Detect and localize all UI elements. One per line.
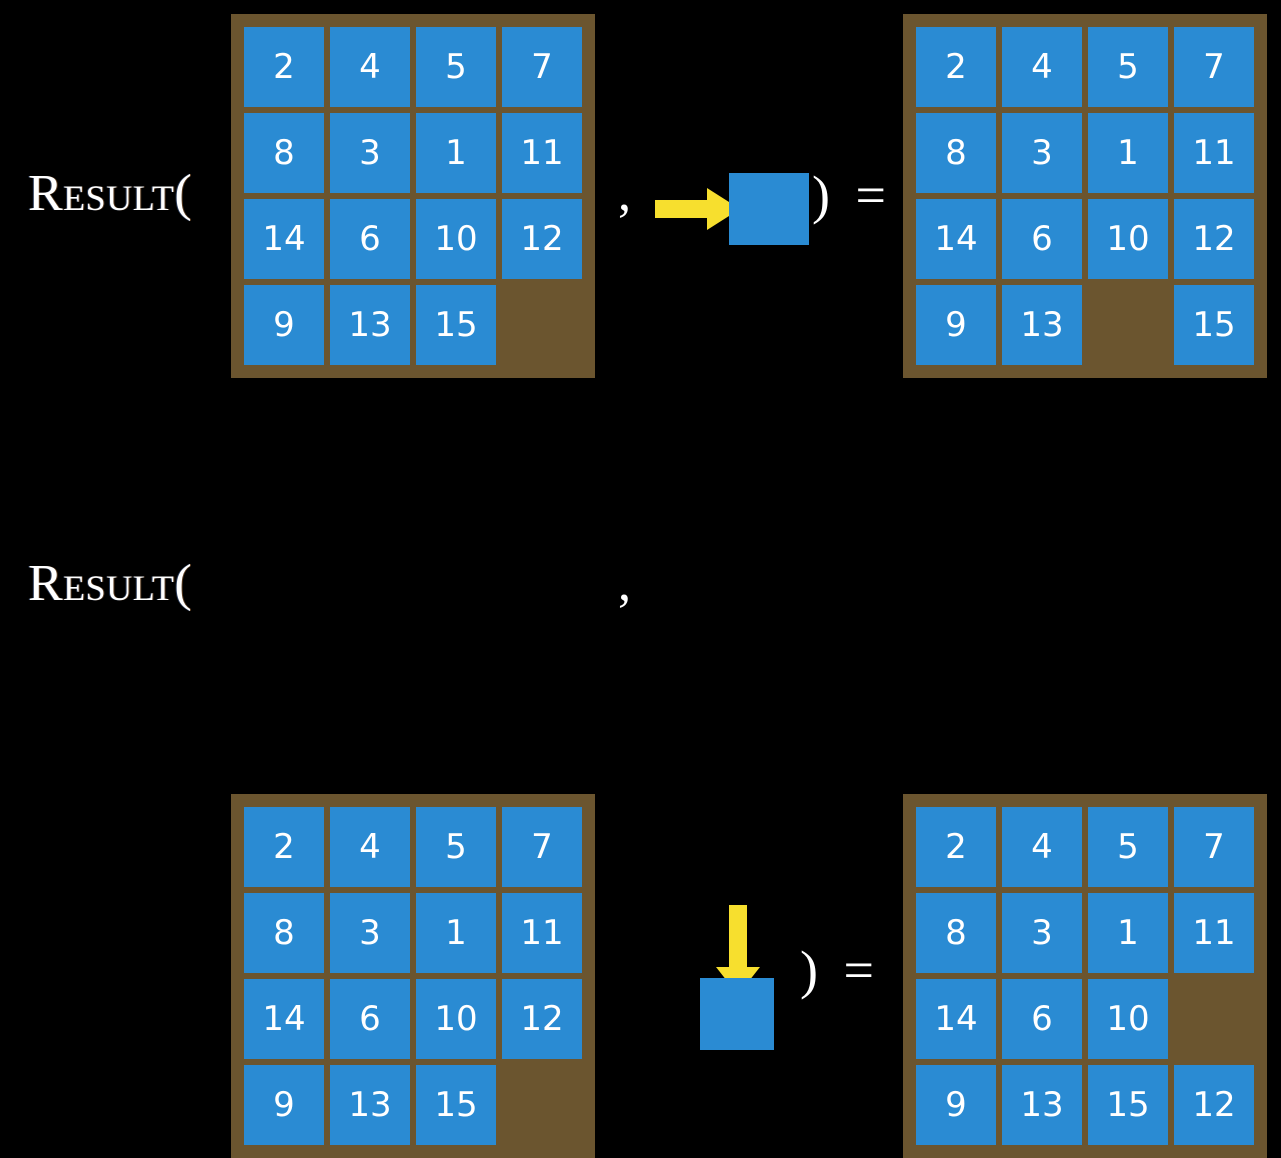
tile[interactable]: 7: [1174, 27, 1254, 107]
tile[interactable]: 9: [244, 285, 324, 365]
tile[interactable]: 6: [330, 979, 410, 1059]
tile[interactable]: 5: [1088, 807, 1168, 887]
tile[interactable]: 6: [1002, 979, 1082, 1059]
tile[interactable]: 5: [416, 807, 496, 887]
tile[interactable]: 6: [330, 199, 410, 279]
tile[interactable]: 3: [1002, 893, 1082, 973]
tile[interactable]: 11: [502, 893, 582, 973]
tile[interactable]: 6: [1002, 199, 1082, 279]
tile[interactable]: 8: [916, 113, 996, 193]
tile[interactable]: 9: [916, 285, 996, 365]
tile[interactable]: 1: [1088, 893, 1168, 973]
tile[interactable]: 15: [1174, 285, 1254, 365]
tile[interactable]: 7: [1174, 807, 1254, 887]
tile[interactable]: 7: [502, 27, 582, 107]
tile[interactable]: 4: [330, 27, 410, 107]
comma-separator-top: ,: [618, 165, 631, 222]
tile[interactable]: 4: [1002, 27, 1082, 107]
tile[interactable]: 14: [916, 199, 996, 279]
tile[interactable]: 10: [1088, 979, 1168, 1059]
result-function-label-top: Result(: [28, 165, 193, 222]
empty-cell: [502, 1065, 582, 1145]
tile[interactable]: 12: [1174, 199, 1254, 279]
tile[interactable]: 10: [416, 199, 496, 279]
tile[interactable]: 2: [244, 27, 324, 107]
tile[interactable]: 13: [330, 285, 410, 365]
tile[interactable]: 14: [244, 199, 324, 279]
tile[interactable]: 13: [1002, 1065, 1082, 1145]
tile[interactable]: 13: [330, 1065, 410, 1145]
tile[interactable]: 4: [1002, 807, 1082, 887]
tile[interactable]: 9: [916, 1065, 996, 1145]
tile[interactable]: 1: [416, 893, 496, 973]
tile[interactable]: 2: [916, 27, 996, 107]
tile[interactable]: 5: [1088, 27, 1168, 107]
closing-paren-equals-bottom: ) =: [800, 940, 880, 1000]
tile[interactable]: 10: [1088, 199, 1168, 279]
tile[interactable]: 2: [244, 807, 324, 887]
comma-separator-bottom: ,: [618, 555, 631, 612]
tile[interactable]: 4: [330, 807, 410, 887]
arrow-right-icon: [655, 188, 740, 230]
tile[interactable]: 11: [1174, 113, 1254, 193]
result-function-label-bottom: Result(: [28, 555, 193, 612]
loose-tile-bottom[interactable]: [700, 978, 774, 1050]
tile[interactable]: 3: [330, 893, 410, 973]
tile[interactable]: 10: [416, 979, 496, 1059]
tile[interactable]: 13: [1002, 285, 1082, 365]
tile[interactable]: 11: [1174, 893, 1254, 973]
tile[interactable]: 15: [416, 285, 496, 365]
empty-cell: [1174, 979, 1254, 1059]
tile[interactable]: 1: [1088, 113, 1168, 193]
tile[interactable]: 2: [916, 807, 996, 887]
tile[interactable]: 15: [1088, 1065, 1168, 1145]
tile[interactable]: 3: [1002, 113, 1082, 193]
tile[interactable]: 8: [244, 113, 324, 193]
empty-cell: [1088, 285, 1168, 365]
loose-tile-top[interactable]: [729, 173, 809, 245]
tile[interactable]: 12: [502, 979, 582, 1059]
tile[interactable]: 12: [502, 199, 582, 279]
tile[interactable]: 14: [916, 979, 996, 1059]
tile[interactable]: 1: [416, 113, 496, 193]
tile[interactable]: 14: [244, 979, 324, 1059]
tile[interactable]: 8: [244, 893, 324, 973]
tile[interactable]: 9: [244, 1065, 324, 1145]
tile[interactable]: 11: [502, 113, 582, 193]
tile[interactable]: 12: [1174, 1065, 1254, 1145]
tile[interactable]: 5: [416, 27, 496, 107]
closing-paren-equals-top: ) =: [812, 165, 892, 225]
tile[interactable]: 7: [502, 807, 582, 887]
tile[interactable]: 15: [416, 1065, 496, 1145]
tile[interactable]: 3: [330, 113, 410, 193]
empty-cell: [502, 285, 582, 365]
tile[interactable]: 8: [916, 893, 996, 973]
